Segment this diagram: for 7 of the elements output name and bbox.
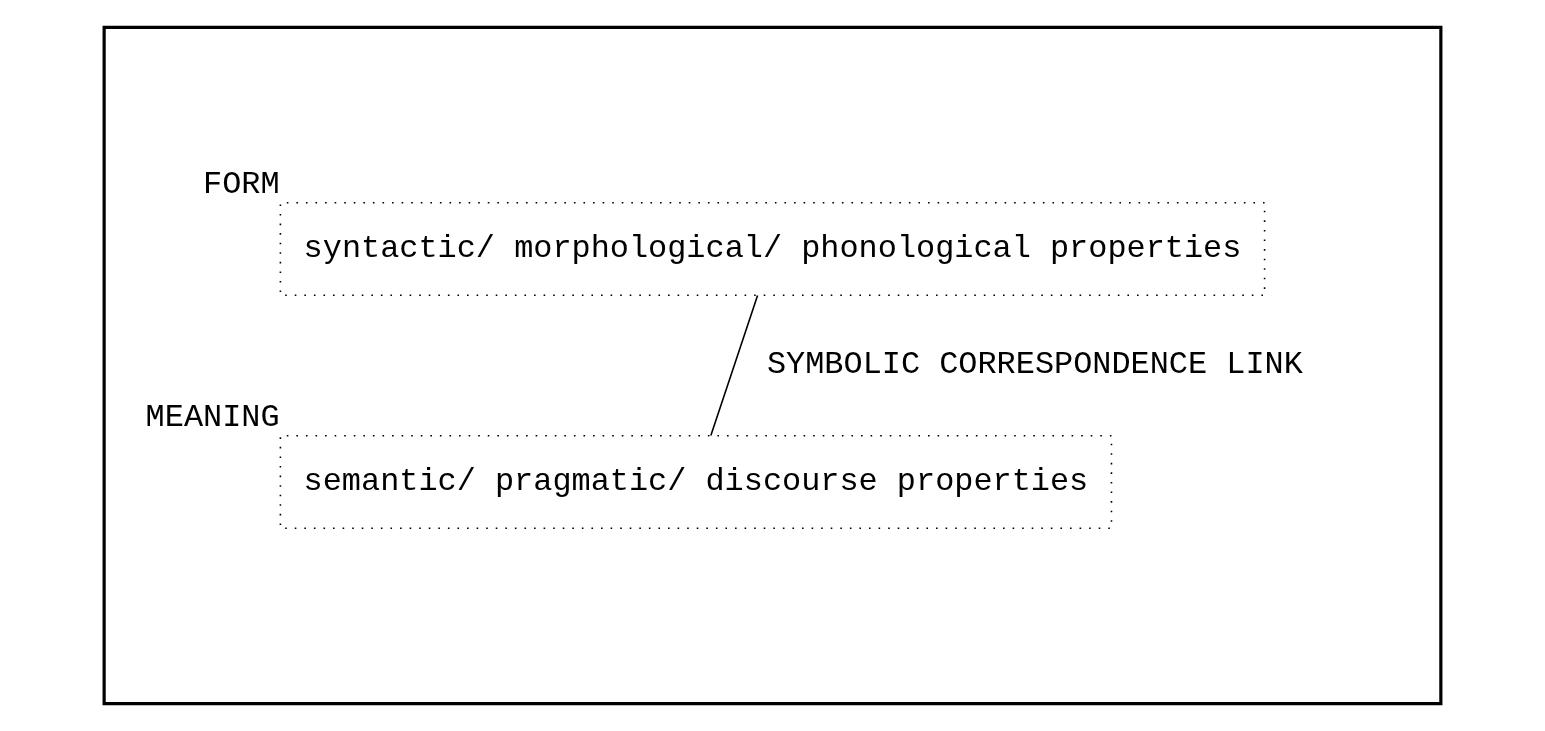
node-label: MEANING — [145, 399, 280, 437]
cluster — [102, 25, 1443, 706]
node-label: FORM — [203, 166, 280, 204]
connector — [710, 294, 759, 437]
node-box: semantic/ pragmatic/ discourse properties — [279, 434, 1113, 529]
edge-label: SYMBOLIC CORRESPONDENCE LINK — [766, 346, 1303, 384]
node-box: syntactic/ morphological/ phonological properties — [279, 202, 1266, 297]
